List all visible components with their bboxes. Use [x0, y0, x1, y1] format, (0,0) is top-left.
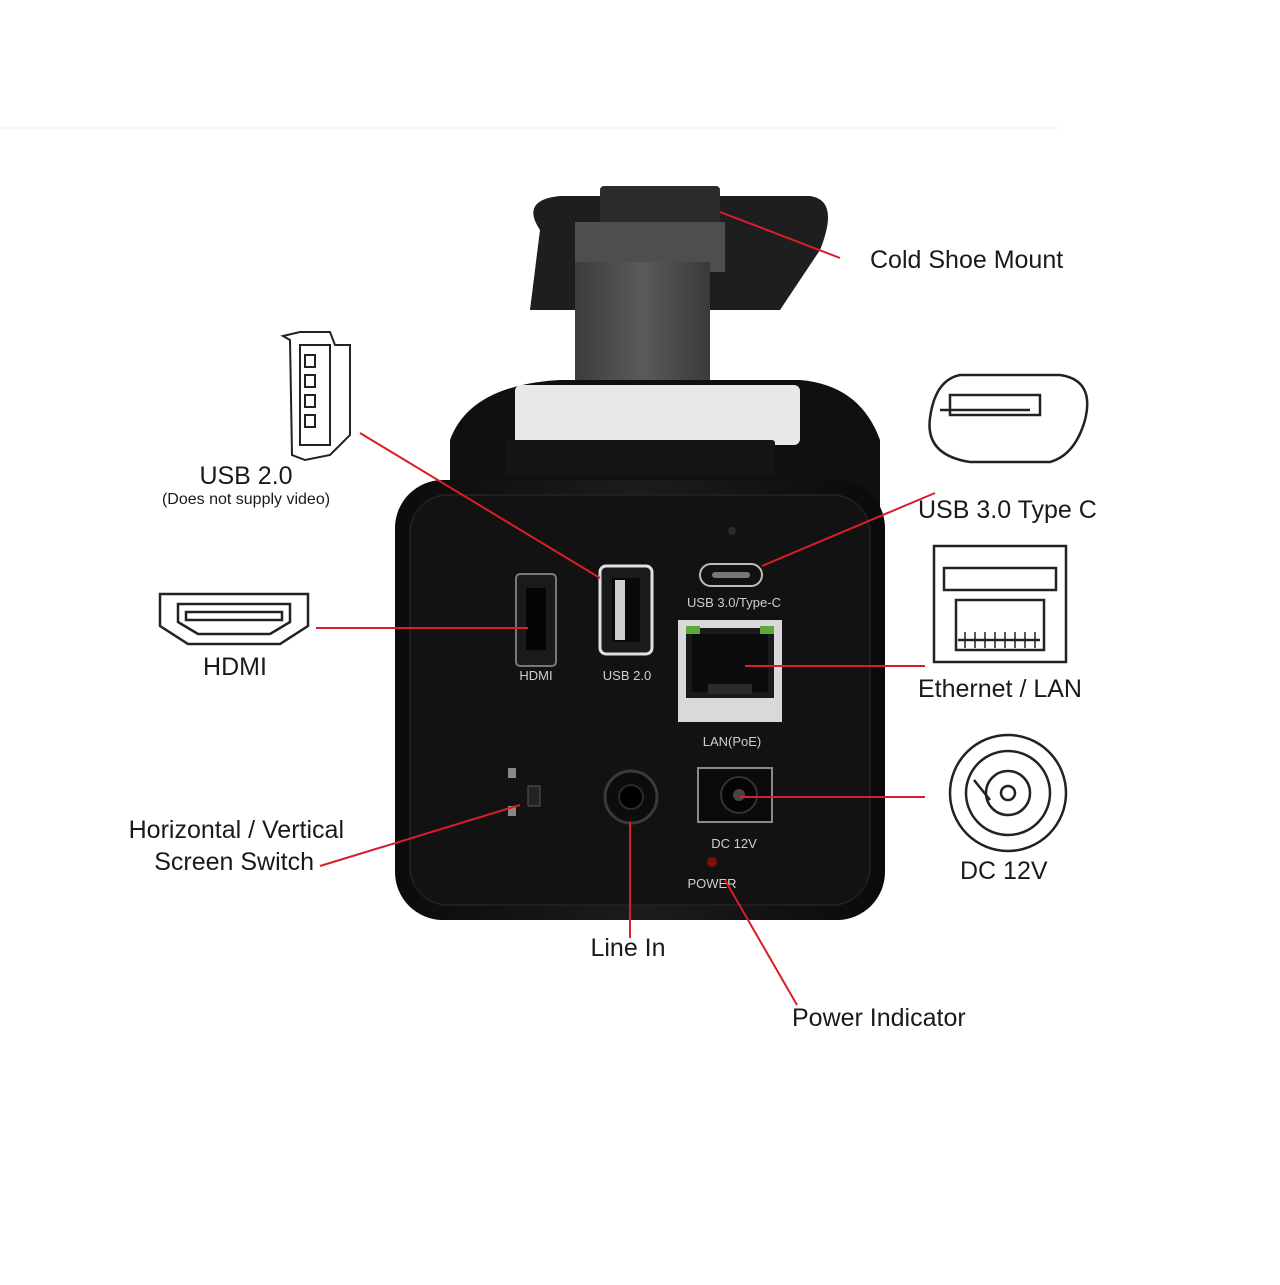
callout-cold-shoe: Cold Shoe Mount [870, 246, 1064, 274]
power-led [707, 857, 717, 867]
hdmi-illustration-icon [158, 592, 310, 646]
usb-c-illustration-icon [928, 373, 1089, 464]
panel-label-power: POWER [687, 876, 736, 891]
hdmi-port-icon [515, 573, 557, 667]
dc-jack-illustration-icon [948, 733, 1068, 853]
leader-usb2 [359, 432, 601, 579]
usb-c-port-icon [699, 563, 763, 587]
line-in-jack-icon [603, 769, 659, 825]
callout-ethernet: Ethernet / LAN [918, 675, 1082, 703]
leader-lines [316, 211, 936, 1006]
ethernet-port-icon [678, 620, 782, 722]
panel-label-usb3c: USB 3.0/Type-C [687, 595, 781, 610]
ethernet-illustration-icon [932, 544, 1068, 664]
callout-usb3c: USB 3.0 Type C [918, 496, 1097, 524]
leader-cold-shoe [719, 211, 841, 259]
panel-label-usb2: USB 2.0 [603, 668, 651, 683]
panel-label-hdmi: HDMI [519, 668, 552, 683]
orientation-switch [508, 768, 541, 816]
usb-a-port-icon [598, 564, 654, 656]
leader-usb3c [761, 492, 936, 567]
dc-jack-icon [697, 767, 773, 823]
callout-hdmi: HDMI [203, 653, 267, 681]
callout-line-in: Line In [590, 934, 666, 962]
leader-power [724, 879, 798, 1006]
leader-switch [319, 804, 521, 867]
callout-usb2-note: (Does not supply video) [161, 491, 331, 508]
usb-a-illustration-icon [280, 331, 351, 462]
panel-label-lan: LAN(PoE) [703, 734, 762, 749]
callout-dc12v: DC 12V [960, 857, 1048, 885]
panel-label-dc: DC 12V [711, 836, 757, 851]
callout-switch-line1: Horizontal / Vertical [128, 816, 344, 844]
callout-power-indicator: Power Indicator [792, 1004, 966, 1032]
callout-switch-line2: Screen Switch [154, 848, 314, 876]
callout-usb2: USB 2.0 [199, 462, 293, 490]
mic-hole [728, 527, 736, 535]
